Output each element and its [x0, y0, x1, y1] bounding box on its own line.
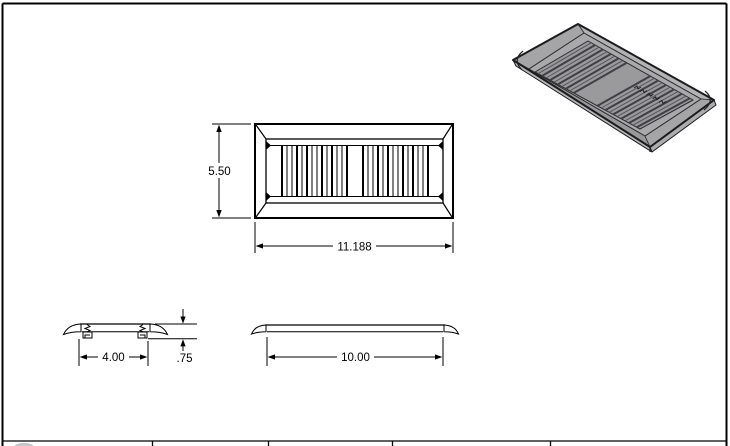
dim-face-label: 10.00	[341, 352, 370, 364]
slat-line	[545, 46, 600, 79]
edge-notches	[266, 141, 443, 201]
left-ear	[250, 324, 267, 335]
vent-inner-frame	[265, 138, 444, 204]
dimension-face-width: 10.00	[266, 337, 444, 366]
dim-thickness-label: .75	[177, 353, 193, 365]
arrow-left	[267, 354, 275, 360]
dimension-width: 11.188	[254, 222, 454, 254]
slat-line	[541, 44, 596, 77]
iso-right-corner-arc	[703, 90, 711, 111]
slat-line	[569, 60, 623, 92]
arrow-right	[435, 354, 443, 360]
slat-line	[557, 52, 612, 86]
iso-left-corner-arc	[516, 50, 524, 71]
left-wing	[62, 323, 82, 336]
slat-line	[573, 61, 628, 94]
dimension-height: 5.50	[204, 123, 251, 219]
right-clip	[137, 324, 148, 339]
slat-line	[601, 77, 655, 109]
view-top-plan	[254, 123, 454, 219]
arrow-up	[180, 339, 186, 347]
frame-chamfer-lines	[255, 124, 453, 218]
louver-rails	[266, 145, 443, 197]
dim-width-label: 11.188	[337, 242, 371, 254]
arrow-down	[216, 210, 222, 218]
arrow-left	[79, 354, 87, 360]
arrow-left	[255, 243, 263, 249]
slat-line	[604, 79, 659, 112]
slat-line	[549, 48, 604, 82]
dim-clip-label: 4.00	[102, 352, 124, 364]
slat-line	[632, 95, 687, 126]
slat-line	[596, 75, 651, 107]
slat-line	[616, 86, 671, 118]
right-wing	[149, 323, 169, 336]
slat-line	[553, 51, 608, 83]
louver-slats	[281, 146, 429, 196]
view-end-profile	[62, 323, 169, 339]
dim-height-label: 5.50	[208, 166, 230, 178]
view-front-profile	[250, 324, 460, 335]
slat-line	[636, 97, 691, 129]
slat-line	[608, 82, 663, 113]
view-isometric	[512, 23, 717, 153]
right-ear	[443, 324, 460, 335]
arrow-up	[216, 124, 222, 132]
title-block	[3, 440, 727, 446]
title-block-dividers	[151, 441, 552, 446]
dimension-clip-span: 4.00	[78, 339, 149, 366]
dimension-thickness: .75	[148, 309, 197, 365]
slat-line	[565, 57, 620, 90]
arrow-right	[140, 354, 148, 360]
slat-line	[537, 42, 592, 75]
slat-line	[624, 91, 679, 122]
slat-line	[612, 84, 667, 116]
slat-line	[628, 92, 683, 124]
arrow-down	[180, 316, 186, 324]
slat-line	[561, 55, 616, 88]
slat-line	[620, 88, 675, 120]
iso-slat-lines	[537, 42, 691, 129]
arrow-right	[445, 243, 453, 249]
logo-fragment	[14, 443, 34, 446]
iso-clip-marks	[633, 85, 667, 104]
left-clip	[82, 324, 93, 339]
